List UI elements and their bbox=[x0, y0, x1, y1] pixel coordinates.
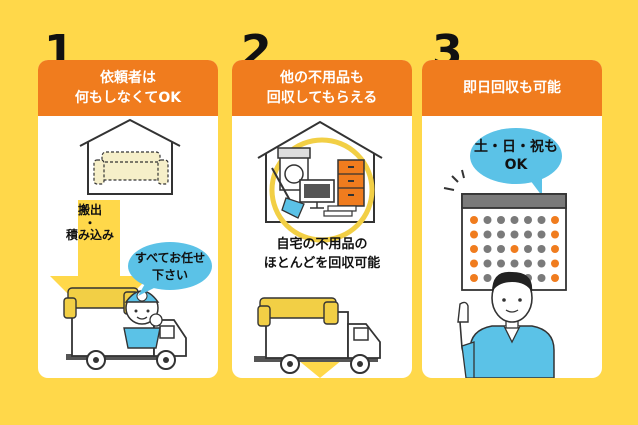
step-1-arrow-text: 搬出 ・ 積み込み bbox=[60, 203, 120, 244]
step-2-title-line2: 回収してもらえる bbox=[266, 90, 378, 106]
calendar-day-dot bbox=[524, 259, 532, 268]
calendar-day-dot bbox=[510, 230, 519, 239]
calendar-day-dot bbox=[483, 245, 492, 253]
broom-icon bbox=[271, 167, 305, 219]
speech-bubble bbox=[470, 128, 562, 196]
step-2-card: 他の不用品も 回収してもらえる bbox=[232, 60, 412, 378]
calendar-day-dot bbox=[537, 230, 546, 239]
step-1-bubble-line2: 下さい bbox=[151, 267, 188, 282]
step-1-illustration bbox=[50, 118, 212, 370]
calendar-day-dot bbox=[483, 259, 492, 268]
calendar-day-dot bbox=[510, 259, 519, 268]
calendar-day-dot bbox=[470, 230, 478, 239]
step-1-bubble-text: すべてお任せ 下さい bbox=[128, 250, 212, 284]
calendar-icon bbox=[461, 193, 567, 291]
step-2-illustration bbox=[254, 120, 383, 378]
speech-bubble bbox=[128, 242, 212, 296]
step-3-title-line1: 即日回収も可能 bbox=[463, 79, 561, 96]
step-3-illustration bbox=[443, 128, 567, 378]
step-3-bubble-line1: 土・日・祝も bbox=[474, 139, 558, 155]
calendar-day-dot bbox=[551, 230, 559, 239]
calendar-day-dot bbox=[551, 274, 559, 282]
step-1-header: 依頼者は 何もしなくてOK bbox=[38, 60, 218, 116]
calendar-day-dot bbox=[510, 216, 519, 224]
step-2-caption-line1: 自宅の不用品の bbox=[276, 237, 368, 252]
calendar-day-dot bbox=[497, 259, 505, 268]
step-2-title-line1: 他の不用品も bbox=[280, 69, 364, 86]
step-3-bubble-line2: OK bbox=[504, 157, 528, 174]
calendar-day-dot bbox=[537, 274, 546, 282]
calendar-day-dot bbox=[497, 230, 505, 239]
calendar-day-dot bbox=[537, 245, 546, 253]
step-2-caption-line2: ほとんどを回収可能 bbox=[263, 255, 381, 271]
calendar-day-dot bbox=[537, 216, 546, 224]
calendar-day-dot bbox=[510, 245, 519, 253]
step-1-bubble-line1: すべてお任せ bbox=[134, 251, 206, 265]
step-1-card: 依頼者は 何もしなくてOK bbox=[38, 60, 218, 378]
calendar-day-dot bbox=[470, 245, 478, 253]
calendar-day-dot bbox=[470, 274, 478, 282]
sofa-icon bbox=[93, 151, 169, 185]
calendar-day-dot bbox=[483, 230, 492, 239]
step-2-caption: 自宅の不用品の ほとんどを回収可能 bbox=[232, 236, 412, 274]
house-icon bbox=[79, 118, 181, 195]
calendar-day-dot bbox=[470, 259, 478, 268]
step-2-header: 他の不用品も 回収してもらえる bbox=[232, 60, 412, 116]
calendar-day-dot bbox=[483, 274, 492, 282]
calendar-day-dot bbox=[551, 245, 559, 253]
calendar-day-dot bbox=[497, 245, 505, 253]
step-3-bubble-text: 土・日・祝も OK bbox=[470, 138, 562, 174]
step-1-title-line1: 依頼者は bbox=[100, 69, 156, 86]
step-1-title-line2: 何もしなくてOK bbox=[74, 90, 182, 106]
step-1-arrow-dot: ・ bbox=[83, 215, 96, 230]
calendar-day-dot bbox=[497, 216, 505, 224]
tv-icon bbox=[299, 179, 335, 209]
calendar-day-dot bbox=[537, 259, 546, 268]
step-3-header: 即日回収も可能 bbox=[422, 60, 602, 116]
calendar-day-dot bbox=[483, 216, 492, 224]
drawer-icon bbox=[337, 159, 365, 207]
step-3-card: 即日回収も可能 bbox=[422, 60, 602, 378]
calendar-day-dot bbox=[551, 216, 559, 224]
calendar-day-dot bbox=[524, 245, 532, 253]
calendar-day-dot bbox=[470, 216, 478, 224]
laundry-machine-icon bbox=[277, 147, 311, 191]
calendar-day-dot bbox=[524, 216, 532, 224]
worker-icon bbox=[123, 290, 163, 349]
truck-icon bbox=[254, 297, 381, 374]
step-1-arrow-line2: 積み込み bbox=[65, 228, 114, 243]
calendar-day-dot bbox=[551, 259, 559, 268]
calendar-day-dot bbox=[524, 230, 532, 239]
step-1-arrow-line1: 搬出 bbox=[77, 203, 102, 217]
man-pointing-icon bbox=[457, 271, 555, 378]
